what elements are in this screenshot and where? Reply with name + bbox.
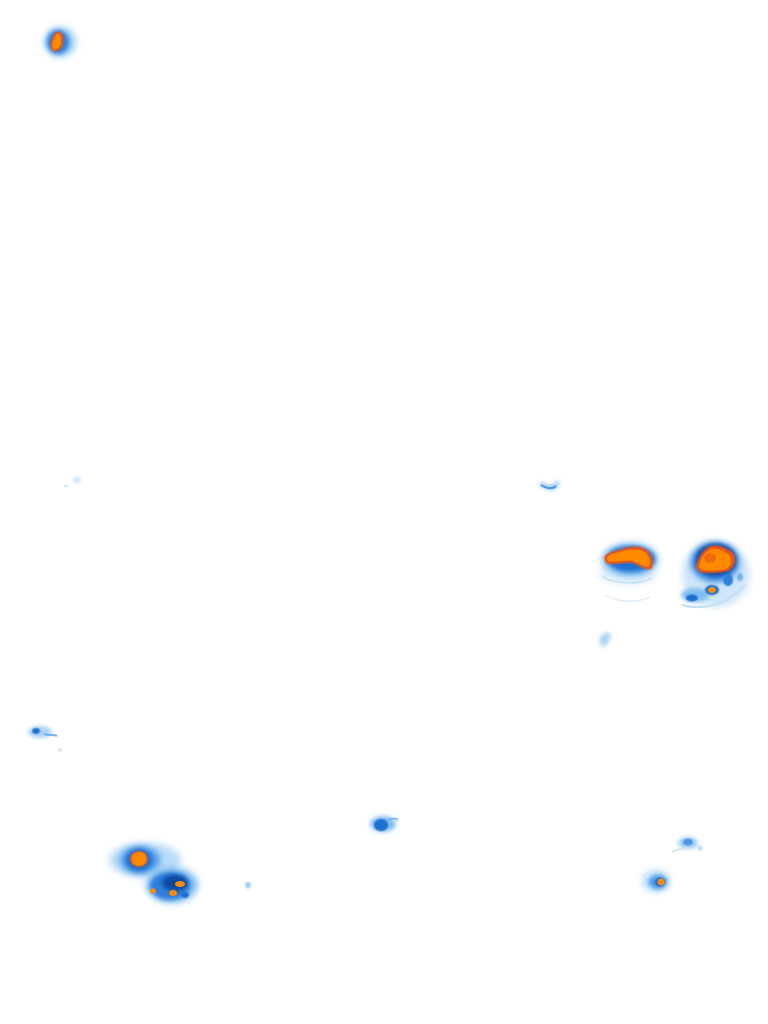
precip-cell-right-east [681,542,750,609]
precip-cell-center-lower [370,816,399,832]
precip-cell-mid-center-right-streak [539,480,560,490]
precip-cell-left-edge [28,726,62,752]
precip-cell-right-lower-fragment [599,632,611,647]
precip-cell-bottom-right-pair [642,837,703,892]
precip-cell-mid-left-small [64,477,81,488]
precip-cell-right-west [598,543,658,602]
precip-cell-bottom-left-dot [245,881,251,889]
precip-cell-top-left [44,27,76,57]
precip-cell-bottom-left-pair [109,843,198,903]
